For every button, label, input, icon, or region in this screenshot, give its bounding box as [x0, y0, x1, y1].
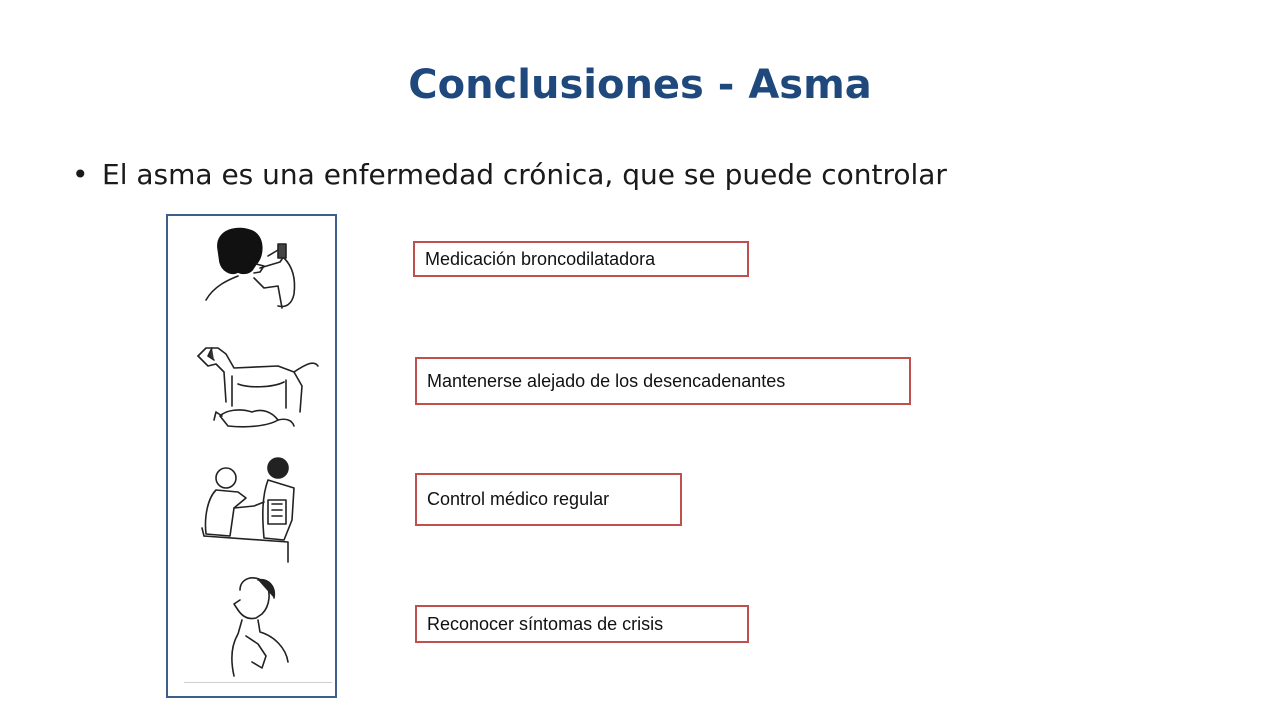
patient-and-doctor-icon — [201, 457, 295, 563]
slide-title: Conclusiones - Asma — [408, 62, 872, 108]
label-medical-control: Control médico regular — [415, 473, 682, 526]
bullet-dot-icon: • — [72, 158, 89, 191]
dog-and-cat-icon — [197, 347, 319, 428]
label-medication: Medicación broncodilatadora — [413, 241, 749, 277]
person-using-inhaler-icon — [205, 227, 296, 309]
bullet-text: El asma es una enfermedad crónica, que s… — [102, 158, 947, 191]
frame-baseline — [184, 682, 332, 683]
label-recognize-symptoms: Reconocer síntomas de crisis — [415, 605, 749, 643]
person-with-breathing-difficulty-icon — [231, 577, 289, 677]
illustrations-panel — [166, 214, 337, 698]
bullet-point: • El asma es una enfermedad crónica, que … — [72, 158, 947, 191]
label-avoid-triggers: Mantenerse alejado de los desencadenante… — [415, 357, 911, 405]
